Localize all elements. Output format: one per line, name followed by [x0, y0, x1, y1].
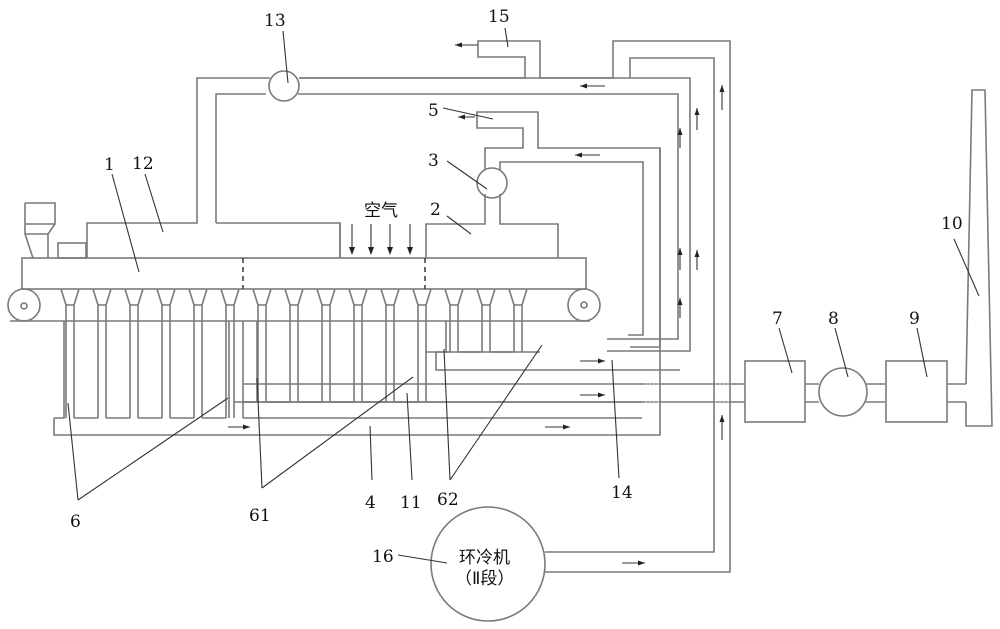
hood-12 [86, 77, 691, 352]
fan-13 [268, 70, 300, 102]
flow-arrow-head [575, 152, 582, 158]
feeder-hopper [24, 202, 87, 259]
chimney-10 [965, 89, 993, 427]
pulley-right [567, 288, 601, 322]
label-14: 14 [611, 483, 633, 503]
air-inlet-arrows [349, 224, 413, 255]
label-1: 1 [104, 155, 115, 175]
pipe-15-loop [299, 40, 731, 400]
hood-2 [425, 111, 661, 348]
label-15: 15 [488, 7, 510, 27]
label-16: 16 [372, 547, 394, 567]
label-11: 11 [400, 493, 422, 513]
cooler-label-line2: （Ⅱ段） [455, 569, 514, 589]
flow-arrow-head [580, 83, 587, 89]
windbox [444, 288, 464, 352]
pulley-left [7, 288, 41, 322]
windbox-bottoms [74, 351, 514, 419]
windbox [124, 288, 144, 418]
label-9: 9 [909, 309, 920, 329]
windbox [220, 288, 240, 418]
duct-4 [53, 148, 661, 436]
label-12: 12 [132, 154, 154, 174]
flow-arrow-head [677, 298, 683, 305]
fan-8 [818, 367, 868, 417]
flow-arrow-head [677, 128, 683, 135]
flow-arrow-head [458, 114, 465, 120]
label-62: 62 [437, 490, 459, 510]
flow-arrow-head [455, 42, 462, 48]
windbox [508, 288, 528, 352]
windbox [412, 288, 432, 402]
windbox [476, 288, 496, 352]
label-10: 10 [941, 214, 963, 234]
flow-arrow-head [719, 415, 725, 422]
flow-arrow-head [598, 358, 605, 364]
cooler-return [545, 400, 731, 573]
windbox [252, 288, 272, 402]
flow-arrow-head [638, 560, 645, 566]
windbox [188, 288, 208, 418]
label-61: 61 [249, 506, 271, 526]
windbox [316, 288, 336, 402]
unit-9 [885, 360, 948, 423]
leader-lines [67, 27, 980, 564]
windboxes [60, 288, 528, 419]
duct-62 [435, 321, 680, 371]
ring-cooler-16 [430, 506, 546, 622]
label-5: 5 [428, 101, 439, 121]
flow-arrow-head [243, 424, 250, 430]
label-3: 3 [428, 151, 439, 171]
air-label: 空气 [364, 201, 398, 221]
windbox [60, 288, 80, 418]
label-4: 4 [365, 493, 376, 513]
label-13: 13 [264, 11, 286, 31]
label-7: 7 [772, 309, 783, 329]
windbox [284, 288, 304, 402]
windbox [380, 288, 400, 402]
flow-arrows [228, 42, 725, 566]
sintering-machine [10, 257, 590, 322]
windbox [156, 288, 176, 418]
label-6: 6 [70, 512, 81, 532]
unit-7 [744, 360, 806, 423]
flow-arrow-head [563, 424, 570, 430]
cooler-label-line1: 环冷机 [459, 548, 510, 568]
windbox [348, 288, 368, 402]
flow-arrow-head [719, 85, 725, 92]
label-2: 2 [430, 200, 441, 220]
fan-3 [476, 167, 508, 199]
trunk-to-7 [243, 383, 745, 403]
duct-4-inner [54, 321, 65, 419]
label-8: 8 [828, 309, 839, 329]
flow-arrow-head [694, 250, 700, 257]
flow-arrow-head [598, 392, 605, 398]
windbox [92, 288, 112, 418]
flow-arrow-head [677, 248, 683, 255]
flow-arrow-head [694, 108, 700, 115]
